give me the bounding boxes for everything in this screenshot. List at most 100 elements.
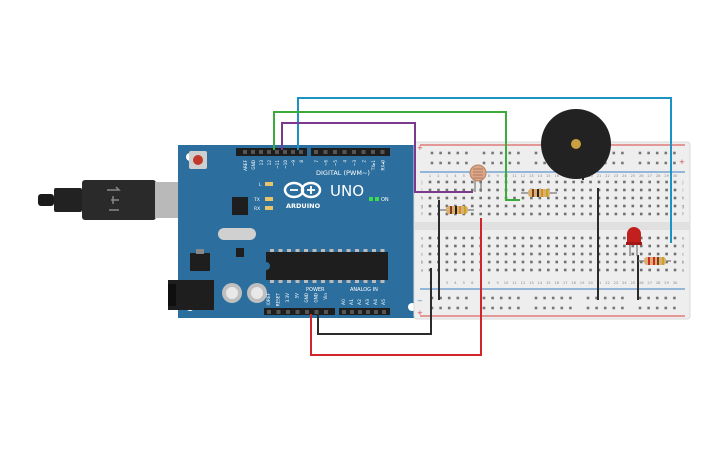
breadboard-hole[interactable] — [462, 180, 466, 184]
rail-hole[interactable] — [447, 306, 451, 310]
red-led[interactable] — [626, 227, 642, 256]
breadboard-hole[interactable] — [462, 188, 466, 192]
rail-hole[interactable] — [612, 296, 616, 300]
breadboard-hole[interactable] — [538, 204, 542, 208]
breadboard-hole[interactable] — [538, 260, 542, 264]
breadboard-hole[interactable] — [623, 196, 626, 200]
rail-hole[interactable] — [543, 161, 546, 165]
breadboard-hole[interactable] — [504, 204, 508, 208]
rail-hole[interactable] — [560, 306, 564, 310]
breadboard-hole[interactable] — [530, 204, 533, 208]
breadboard-hole[interactable] — [445, 244, 449, 248]
breadboard-hole[interactable] — [665, 180, 668, 184]
breadboard-hole[interactable] — [504, 268, 508, 272]
breadboard-hole[interactable] — [428, 260, 432, 264]
breadboard-hole[interactable] — [606, 180, 609, 184]
rail-hole[interactable] — [499, 151, 503, 155]
breadboard-hole[interactable] — [606, 260, 609, 264]
breadboard-hole[interactable] — [496, 204, 499, 208]
breadboard-hole[interactable] — [530, 244, 533, 248]
rail-hole[interactable] — [534, 151, 538, 155]
breadboard-hole[interactable] — [555, 268, 559, 272]
breadboard-hole[interactable] — [555, 236, 559, 240]
rail-hole[interactable] — [586, 306, 590, 310]
breadboard-hole[interactable] — [623, 268, 626, 272]
header-pin-hole[interactable] — [323, 150, 328, 154]
header-pin-hole[interactable] — [243, 150, 247, 154]
breadboard-hole[interactable] — [606, 244, 609, 248]
rail-hole[interactable] — [439, 161, 442, 165]
breadboard-hole[interactable] — [496, 212, 499, 216]
breadboard-hole[interactable] — [589, 260, 592, 264]
breadboard-hole[interactable] — [580, 180, 584, 184]
rail-hole[interactable] — [543, 296, 546, 300]
breadboard-hole[interactable] — [606, 268, 609, 272]
rail-hole[interactable] — [482, 306, 486, 310]
breadboard-hole[interactable] — [445, 180, 449, 184]
breadboard-hole[interactable] — [521, 196, 525, 200]
rail-hole[interactable] — [430, 151, 434, 155]
wire-green[interactable] — [273, 111, 520, 201]
breadboard-hole[interactable] — [580, 268, 584, 272]
breadboard-hole[interactable] — [454, 188, 457, 192]
breadboard-hole[interactable] — [656, 268, 660, 272]
breadboard-hole[interactable] — [521, 260, 525, 264]
breadboard-hole[interactable] — [639, 188, 643, 192]
breadboard-hole[interactable] — [563, 252, 567, 256]
breadboard-hole[interactable] — [513, 188, 516, 192]
breadboard-hole[interactable] — [656, 180, 660, 184]
breadboard-hole[interactable] — [487, 260, 491, 264]
rail-hole[interactable] — [491, 161, 494, 165]
breadboard-hole[interactable] — [504, 236, 508, 240]
rail-hole[interactable] — [508, 151, 512, 155]
breadboard-hole[interactable] — [479, 212, 482, 216]
breadboard-hole[interactable] — [504, 260, 508, 264]
rail-hole[interactable] — [508, 296, 512, 300]
resistor-2[interactable] — [440, 206, 474, 214]
breadboard-hole[interactable] — [648, 236, 651, 240]
breadboard-hole[interactable] — [589, 212, 592, 216]
breadboard-hole[interactable] — [639, 212, 643, 216]
header-pin-hole[interactable] — [371, 150, 375, 154]
rail-hole[interactable] — [647, 161, 650, 165]
breadboard-hole[interactable] — [606, 196, 609, 200]
breadboard-hole[interactable] — [673, 180, 677, 184]
breadboard-hole[interactable] — [580, 204, 584, 208]
header-pin-hole[interactable] — [276, 310, 281, 314]
breadboard-hole[interactable] — [470, 212, 474, 216]
rail-hole[interactable] — [439, 306, 442, 310]
breadboard-hole[interactable] — [580, 260, 584, 264]
rail-hole[interactable] — [595, 306, 598, 310]
rail-hole[interactable] — [456, 151, 460, 155]
breadboard-hole[interactable] — [614, 260, 618, 264]
rail-hole[interactable] — [621, 151, 624, 155]
breadboard-hole[interactable] — [428, 212, 432, 216]
header-pin-hole[interactable] — [366, 310, 370, 314]
breadboard-hole[interactable] — [606, 188, 609, 192]
breadboard-hole[interactable] — [606, 252, 609, 256]
breadboard-hole[interactable] — [589, 188, 592, 192]
breadboard-hole[interactable] — [639, 236, 643, 240]
breadboard-hole[interactable] — [673, 204, 677, 208]
breadboard-hole[interactable] — [428, 204, 432, 208]
breadboard-hole[interactable] — [462, 244, 466, 248]
breadboard-hole[interactable] — [462, 268, 466, 272]
breadboard-hole[interactable] — [589, 244, 592, 248]
breadboard-hole[interactable] — [428, 196, 432, 200]
header-pin-hole[interactable] — [275, 150, 279, 154]
breadboard-hole[interactable] — [521, 268, 525, 272]
breadboard-hole[interactable] — [639, 252, 643, 256]
header-pin-hole[interactable] — [374, 310, 378, 314]
header-pin-hole[interactable] — [342, 150, 347, 154]
breadboard-hole[interactable] — [648, 188, 651, 192]
breadboard-hole[interactable] — [428, 236, 432, 240]
rail-hole[interactable] — [447, 161, 451, 165]
breadboard-hole[interactable] — [428, 244, 432, 248]
breadboard-hole[interactable] — [580, 212, 584, 216]
rail-hole[interactable] — [569, 306, 572, 310]
breadboard-hole[interactable] — [580, 188, 584, 192]
breadboard-hole[interactable] — [487, 196, 491, 200]
rail-hole[interactable] — [551, 306, 555, 310]
rail-hole[interactable] — [569, 296, 572, 300]
breadboard-hole[interactable] — [470, 268, 474, 272]
